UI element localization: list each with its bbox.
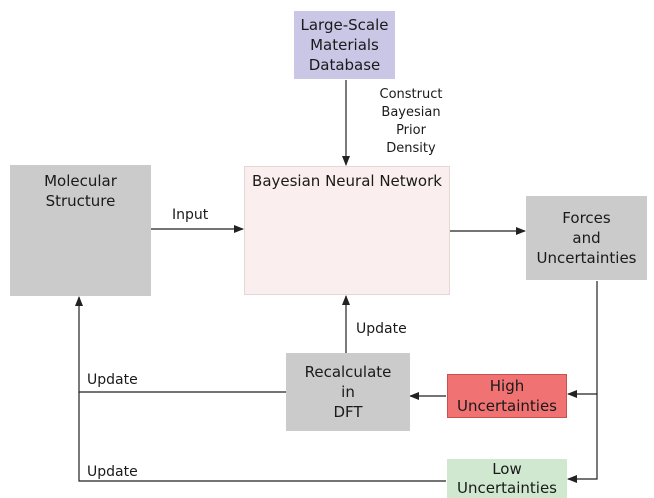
forces-uncertainties-label: Forces and Uncertainties (536, 209, 637, 267)
high-uncertainties-label: High Uncertainties (457, 377, 557, 415)
update-network-label: Update (356, 321, 407, 337)
construct-prior-label: Construct Bayesian Prior Density (379, 87, 443, 156)
low-uncertainties-box: Low Uncertainties (447, 459, 567, 498)
molecular-structure-box: Molecular Structure (10, 165, 151, 296)
update-structure-high-label: Update (87, 372, 138, 388)
input-label: Input (172, 207, 209, 223)
recalculate-dft-label: Recalculate in DFT (304, 363, 392, 421)
forces-uncertainties-box: Forces and Uncertainties (526, 196, 647, 280)
bayesian-network-box: Bayesian Neural Network (244, 166, 450, 295)
molecular-structure-label: Molecular Structure (44, 172, 117, 210)
high-uncertainties-box: High Uncertainties (447, 374, 567, 418)
arrow-forces-to-high (567, 281, 598, 398)
materials-database-box: Large-Scale Materials Database (294, 11, 395, 79)
low-uncertainties-label: Low Uncertainties (457, 459, 557, 497)
recalculate-dft-box: Recalculate in DFT (286, 353, 410, 431)
bayesian-network-title: Bayesian Neural Network (252, 172, 442, 190)
arrow-forces-to-low (567, 394, 598, 483)
arrow-low-to-structure (78, 392, 446, 482)
update-structure-low-label: Update (87, 464, 138, 480)
materials-database-label: Large-Scale Materials Database (300, 16, 389, 74)
